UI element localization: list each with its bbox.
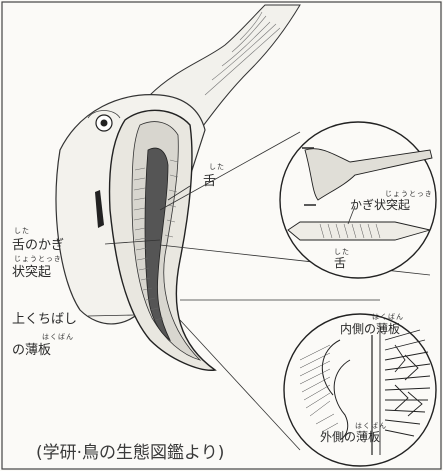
- label-upper-beak-line1: 上くちばし: [12, 308, 77, 327]
- label-tongue: 舌: [203, 170, 216, 189]
- source-caption: (学研·鳥の生態図鑑より): [36, 438, 224, 463]
- label-upper-beak-line2: の薄板: [12, 339, 51, 358]
- eye-pupil: [101, 120, 108, 127]
- label-tongue-detail: 舌: [334, 254, 346, 271]
- label-tongue-hook-line2: 状突起: [12, 261, 51, 280]
- label-hook-process: かぎ状突起: [350, 196, 410, 213]
- label-tongue-hook-line1: 舌のかぎ: [12, 234, 64, 253]
- label-inner-lamella: 内側の薄板: [340, 320, 400, 337]
- label-outer-lamella: 外側の薄板: [320, 428, 380, 445]
